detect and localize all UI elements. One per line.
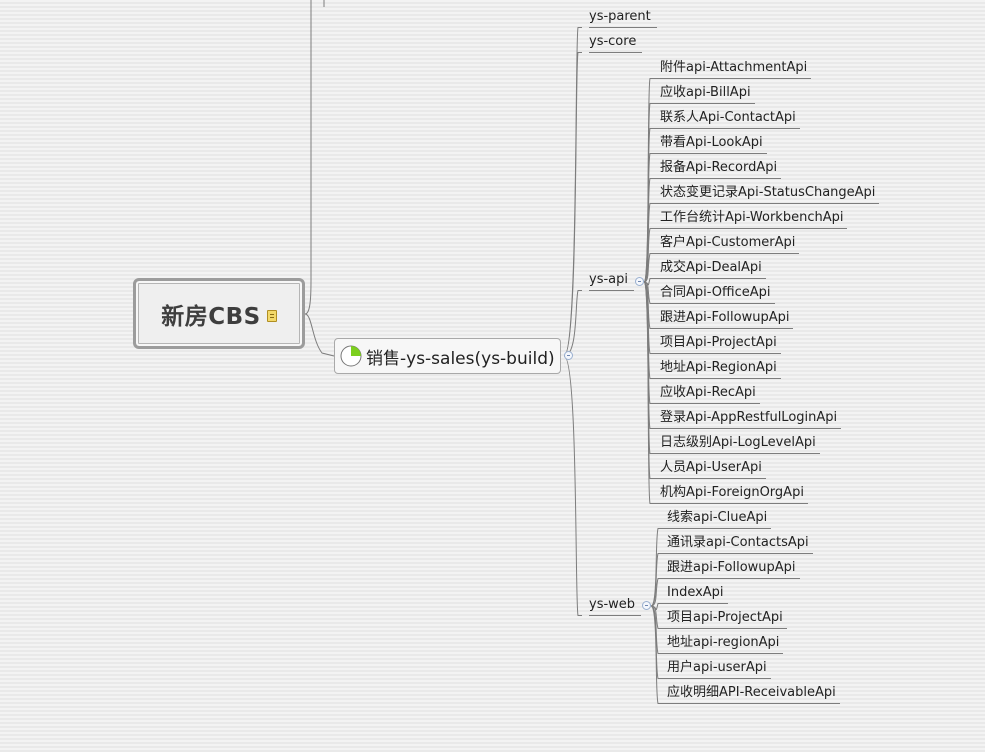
ys-api-child-link-15 (643, 281, 658, 455)
ys-api-child-link-1 (643, 102, 658, 283)
ys-web-child-1[interactable]: 通讯录api-ContactsApi (667, 535, 809, 550)
ys-web-child-0[interactable]: 线索api-ClueApi (667, 510, 768, 525)
ys-api-child-5[interactable]: 状态变更记录Api-StatusChangeApi (660, 185, 876, 200)
ys-web-child-link-6 (650, 605, 665, 680)
pie-progress-icon (340, 345, 362, 367)
module-ys-core[interactable]: ys-core (589, 34, 637, 49)
ys-api-child-7[interactable]: 客户Api-CustomerApi (660, 235, 796, 250)
ys-api-child-14[interactable]: 登录Api-AppRestfulLoginApi (660, 410, 838, 425)
ys-web-child-6[interactable]: 用户api-userApi (667, 660, 767, 675)
ys-api-child-6[interactable]: 工作台统计Api-WorkbenchApi (660, 210, 844, 225)
ys-web-child-link-7 (650, 605, 665, 704)
ys-api-child-16[interactable]: 人员Api-UserApi (660, 460, 762, 475)
ys-api-child-3[interactable]: 带看Api-LookApi (660, 135, 763, 150)
ys-api-child-9[interactable]: 合同Api-OfficeApi (660, 285, 771, 300)
collapse-toggle-ys-web-icon[interactable] (642, 601, 651, 610)
ys-api-child-0[interactable]: 附件api-AttachmentApi (660, 60, 808, 75)
ys-web-child-link-1 (650, 553, 666, 607)
main-topic-title: 销售-ys-sales(ys-build) (366, 348, 555, 369)
ys-web-child-7[interactable]: 应收明细API-ReceivableApi (667, 685, 836, 700)
main-topic[interactable]: 销售-ys-sales(ys-build) (334, 338, 561, 374)
ys-web-child-3[interactable]: IndexApi (667, 585, 724, 600)
note-icon[interactable] (266, 309, 277, 322)
ys-web-child-link-4 (650, 605, 665, 629)
main-to-module-link-1 (563, 51, 582, 357)
ys-api-child-8[interactable]: 成交Api-DealApi (660, 260, 762, 275)
main-to-module-link-0 (563, 27, 582, 357)
ys-api-child-10[interactable]: 跟进Api-FollowupApi (660, 310, 790, 325)
module-ys-api[interactable]: ys-api (589, 272, 628, 287)
ys-api-child-link-17 (643, 281, 658, 504)
ys-api-child-link-0 (643, 78, 658, 283)
ys-api-child-link-9 (643, 281, 658, 305)
ys-web-child-link-2 (650, 578, 665, 607)
ys-web-child-link-5 (650, 605, 665, 654)
collapse-toggle-main-icon[interactable] (564, 351, 573, 360)
ys-api-child-12[interactable]: 地址Api-RegionApi (660, 360, 777, 375)
collapse-toggle-ys-api-icon[interactable] (635, 277, 644, 286)
main-to-module-link-2 (563, 290, 582, 357)
module-ys-web[interactable]: ys-web (589, 597, 636, 612)
ys-api-child-link-2 (643, 127, 658, 283)
ys-api-child-link-6 (643, 227, 658, 283)
ys-web-child-4[interactable]: 项目api-ProjectApi (667, 610, 783, 625)
ys-api-child-2[interactable]: 联系人Api-ContactApi (660, 110, 796, 125)
ys-web-child-2[interactable]: 跟进api-FollowupApi (667, 560, 796, 575)
main-to-module-link-3 (563, 355, 582, 616)
ys-api-child-17[interactable]: 机构Api-ForeignOrgApi (660, 485, 804, 500)
ys-api-child-11[interactable]: 项目Api-ProjectApi (660, 335, 777, 350)
module-ys-parent[interactable]: ys-parent (589, 9, 651, 24)
ys-api-child-4[interactable]: 报备Api-RecordApi (660, 160, 778, 175)
ys-api-child-link-7 (643, 252, 659, 283)
root-topic-title: 新房CBS (161, 303, 261, 330)
ys-api-child-13[interactable]: 应收Api-RecApi (660, 385, 756, 400)
root-to-main-link (304, 313, 335, 357)
ys-web-child-5[interactable]: 地址api-regionApi (667, 635, 780, 650)
ys-api-child-link-16 (643, 281, 658, 480)
ys-web-child-link-0 (650, 528, 665, 607)
root-topic[interactable]: 新房CBS (133, 278, 305, 349)
ys-api-child-15[interactable]: 日志级别Api-LogLevelApi (660, 435, 816, 450)
ys-api-child-1[interactable]: 应收api-BillApi (660, 85, 751, 100)
root-up-link (304, 0, 312, 315)
